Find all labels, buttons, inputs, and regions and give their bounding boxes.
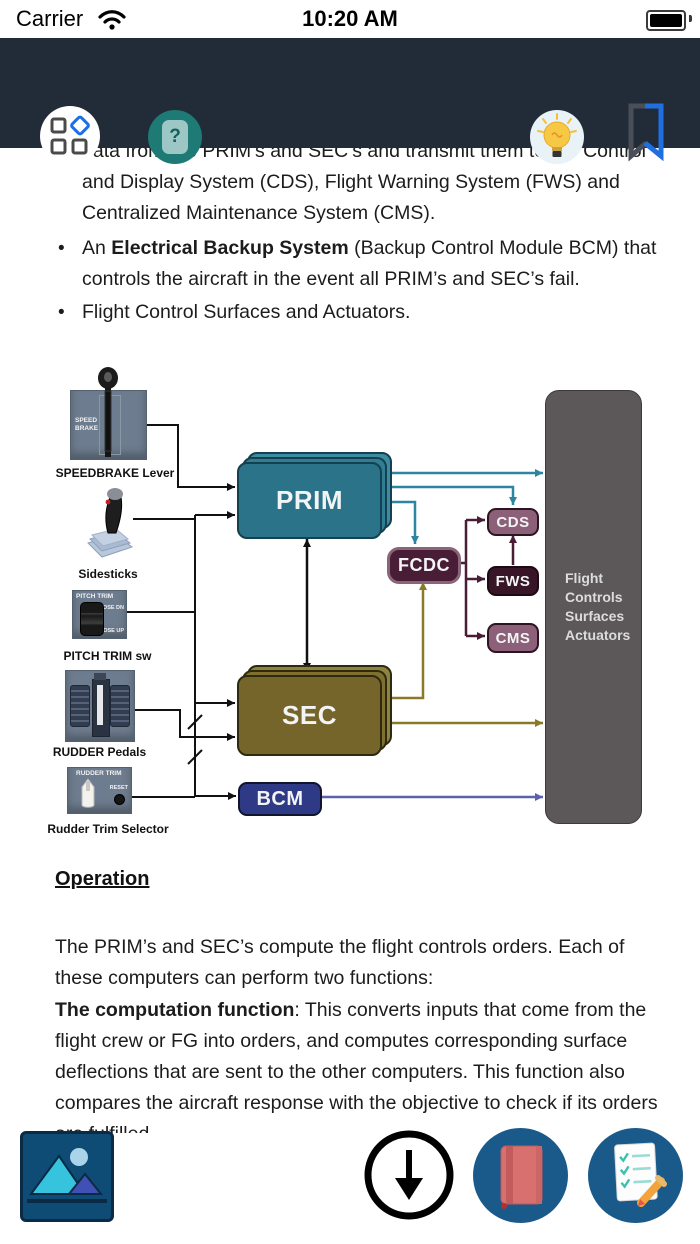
rudder-pedals-label: RUDDER Pedals: [52, 745, 147, 759]
sidestick-image: [87, 488, 134, 558]
paragraph-operation-intro: The PRIM’s and SEC’s compute the flight …: [55, 932, 680, 994]
prim-box: PRIM: [237, 462, 382, 539]
notes-checklist-icon: [614, 1142, 667, 1207]
gallery-image-icon: [27, 1148, 107, 1203]
pitch-trim-label: PITCH TRIM sw: [63, 649, 152, 663]
apps-grid-icon: [50, 115, 90, 155]
clock-label: 10:20 AM: [302, 6, 398, 31]
cms-box: CMS: [487, 623, 539, 653]
paragraph-line: The PRIM’s and SEC’s compute the flight …: [55, 936, 625, 958]
battery-icon: [646, 10, 686, 31]
sec-box: SEC: [237, 675, 382, 756]
paragraph-line: these computers can perform two function…: [55, 967, 434, 989]
help-button[interactable]: ?: [148, 110, 202, 164]
bookmark-button[interactable]: [624, 100, 668, 166]
notes-button[interactable]: [588, 1128, 683, 1223]
bullet-electrical-backup: • An Electrical Backup System (Backup Co…: [58, 233, 692, 295]
pitch-trim-panel-image: PITCH TRIM NOSE DN NOSE UP: [72, 590, 127, 639]
rudder-pedals-image: [65, 670, 135, 742]
apps-menu-button[interactable]: [40, 106, 100, 166]
wire-speedbrake-to-prim: [145, 424, 235, 491]
rudder-trim-image: RUDDER TRIM RESET: [67, 767, 132, 814]
switch-symbol-1: [187, 714, 203, 730]
bcm-box: BCM: [238, 782, 322, 816]
paragraph-line: flight crew or FG into orders, and compu…: [55, 1030, 628, 1052]
fws-box: FWS: [487, 566, 539, 596]
paragraph-line: An Electrical Backup System (Backup Cont…: [82, 237, 657, 259]
cds-box: CDS: [487, 508, 539, 536]
download-button[interactable]: [362, 1128, 456, 1222]
diagram-wiring: [125, 424, 543, 801]
bullet-surfaces: • Flight Control Surfaces and Actuators.: [58, 297, 692, 328]
wire-pedals-to-sec: [133, 709, 235, 741]
operation-heading: Operation: [55, 868, 150, 890]
sidesticks-label: Sidesticks: [78, 567, 138, 581]
download-arrow-icon: [364, 1130, 454, 1220]
battery-nub: [689, 15, 692, 22]
bottom-toolbar: [0, 1128, 700, 1244]
paragraph-line: Centralized Maintenance System (CMS).: [82, 202, 436, 224]
bullet-dot: •: [58, 238, 65, 259]
lightbulb-icon: [537, 113, 577, 157]
speedbrake-label: SPEEDBRAKE Lever: [55, 466, 175, 480]
notebook-icon: [500, 1145, 543, 1209]
question-icon: ?: [162, 120, 188, 154]
notebook-button[interactable]: [473, 1128, 568, 1223]
paragraph-line: Flight Control Surfaces and Actuators.: [82, 301, 411, 323]
paragraph-line: The computation function: This converts …: [55, 999, 647, 1021]
bookmark-icon: [628, 103, 664, 162]
gallery-button[interactable]: [20, 1131, 114, 1222]
fcdc-box: FCDC: [387, 547, 461, 584]
rudder-trim-label: Rudder Trim Selector: [47, 822, 169, 836]
wifi-icon: [98, 10, 126, 30]
wire-sec-to-fcdc: [378, 582, 427, 700]
paragraph-computation: The computation function: This converts …: [55, 995, 687, 1150]
flight-controls-diagram: SPEED BRAKE SPEEDBRAKE Lever Sidesticks …: [47, 365, 665, 845]
flight-controls-output-box: Flight Controls Surfaces Actuators: [545, 390, 642, 824]
switch-symbol-2: [187, 749, 203, 765]
speedbrake-lever-icon: [98, 367, 118, 457]
top-toolbar: ?: [0, 38, 700, 166]
bullet-dot: •: [58, 302, 65, 323]
hint-button[interactable]: [530, 110, 584, 164]
paragraph-line: and Display System (CDS), Flight Warning…: [82, 171, 620, 193]
carrier-label: Carrier: [16, 6, 84, 31]
paragraph-line: deflections that are sent to the other c…: [55, 1061, 625, 1083]
wire-prim-to-cds: [378, 485, 517, 505]
status-bar: Carrier 10:20 AM: [0, 0, 700, 38]
paragraph-line: controls the aircraft in the event all P…: [82, 268, 580, 290]
paragraph-line: compares the aircraft response with the …: [55, 1092, 658, 1114]
